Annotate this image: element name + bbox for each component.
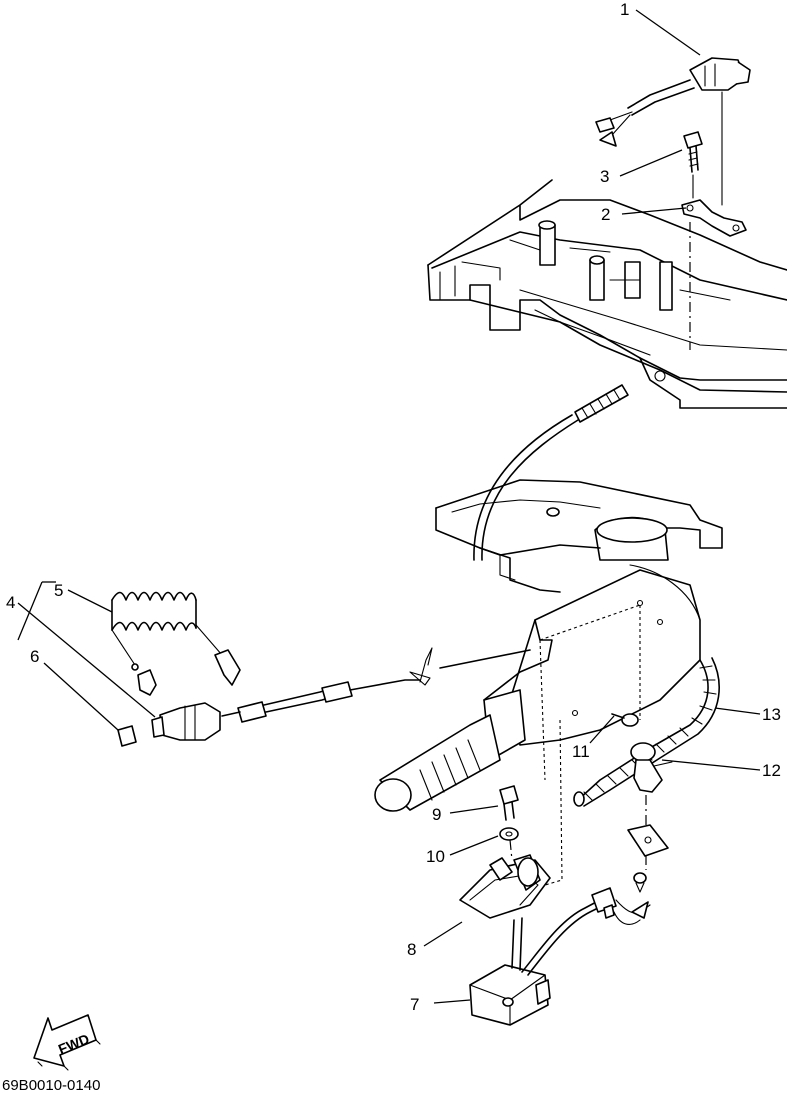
- part-10-washer: [499, 827, 519, 841]
- part-7-unit-box: [469, 887, 651, 1026]
- callout-1: 1: [620, 0, 629, 19]
- bottom-cowling: [427, 179, 787, 409]
- callout-9: 9: [432, 805, 441, 824]
- part-2-bracket: [681, 199, 747, 237]
- steering-bracket: [435, 479, 723, 593]
- fwd-arrow: FWD: [33, 1014, 101, 1071]
- part-9-bolt: [499, 785, 519, 821]
- callout-8: 8: [407, 940, 416, 959]
- callout-5: 5: [54, 581, 63, 600]
- callout-10: 10: [426, 847, 445, 866]
- mounting-plate: [627, 795, 669, 893]
- part-6-cap: [117, 725, 137, 747]
- callout-6: 6: [30, 647, 39, 666]
- callout-2: 2: [601, 205, 610, 224]
- part-8-holder: [459, 719, 563, 919]
- callout-3: 3: [600, 167, 609, 186]
- throttle-cable: [473, 384, 629, 561]
- part-12-clamp: [630, 742, 673, 793]
- part-4-stop-switch: [151, 647, 433, 741]
- callout-4: 4: [6, 593, 15, 612]
- part-1-switch: [595, 57, 751, 206]
- part-11-screw: [611, 713, 639, 727]
- callout-11: 11: [572, 742, 590, 761]
- callout-7: 7: [410, 995, 419, 1014]
- part-3-bolt: [683, 131, 703, 199]
- callout-labels: 1 2 3 4 5 6 7 8 9 10 11 12 13: [6, 0, 781, 1014]
- leader-lines: [17, 9, 761, 1004]
- tiller-handle: [374, 564, 701, 812]
- part-5-lanyard-coil: [111, 591, 241, 696]
- callout-13: 13: [762, 705, 781, 724]
- drawing-code: 69B0010-0140: [2, 1077, 100, 1093]
- callout-12: 12: [762, 761, 781, 780]
